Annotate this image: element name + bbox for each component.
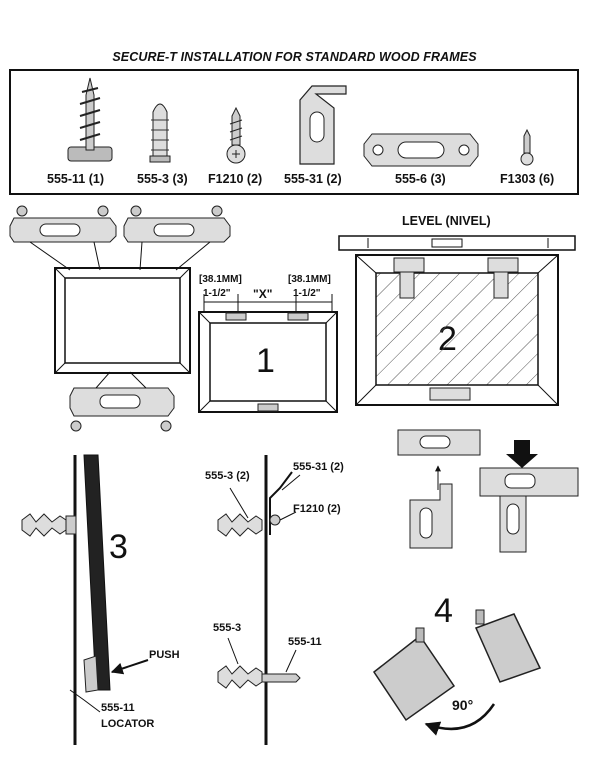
- part-label-f1210: F1210 (2): [208, 172, 263, 186]
- dim-right-in: 1-1/2": [293, 288, 321, 299]
- part-555-3-icon: [149, 103, 171, 163]
- anchor-555-3-label: 555-3 (2): [205, 470, 250, 482]
- frame-step-1-diagram: [198, 294, 338, 413]
- dim-center-x: "X": [253, 287, 273, 301]
- part-label-555-31: 555-31 (2): [284, 172, 342, 186]
- level-label: LEVEL (NIVEL): [402, 214, 491, 228]
- locator-555-11-lower-label: 555-11: [288, 636, 322, 648]
- dim-right-mm: [38.1MM]: [288, 274, 331, 285]
- part-555-6-icon: [363, 133, 479, 167]
- part-label-555-3: 555-3 (3): [137, 172, 188, 186]
- step-number-4: 4: [434, 592, 453, 630]
- screw-f1210-label: F1210 (2): [293, 503, 341, 515]
- step-number-3: 3: [109, 528, 128, 566]
- dim-left-mm: [38.1MM]: [199, 274, 242, 285]
- part-label-555-11: 555-11 (1): [47, 172, 104, 186]
- parts-box: [9, 69, 579, 195]
- step-3-side-diagram: [21, 454, 149, 745]
- frame-step-2-diagram: [338, 235, 576, 406]
- step-4-rotation-diagram: [372, 609, 542, 736]
- rotation-angle-label: 90°: [452, 697, 474, 713]
- hanger-closeup-diagram: [397, 429, 579, 553]
- dim-left-in: 1-1/2": [203, 288, 231, 299]
- part-555-11-icon: [67, 77, 113, 162]
- locator-label: LOCATOR: [101, 718, 155, 730]
- part-label-555-6: 555-6 (3): [395, 172, 446, 186]
- step-mid-side-diagram: [217, 455, 301, 745]
- anchor-555-3-lower-label: 555-3: [213, 622, 242, 634]
- part-555-31-icon: [299, 85, 347, 165]
- frame-with-hangers-diagram: [9, 205, 231, 432]
- part-f1303-icon: [520, 128, 534, 166]
- page-title: SECURE-T INSTALLATION FOR STANDARD WOOD …: [112, 50, 477, 64]
- step-number-1: 1: [256, 342, 275, 380]
- part-label-f1303: F1303 (6): [500, 172, 555, 186]
- locator-code-label: 555-11: [101, 702, 135, 714]
- push-label: PUSH: [149, 649, 180, 661]
- part-f1210-icon: [226, 106, 246, 164]
- bracket-555-31-label: 555-31 (2): [293, 461, 344, 473]
